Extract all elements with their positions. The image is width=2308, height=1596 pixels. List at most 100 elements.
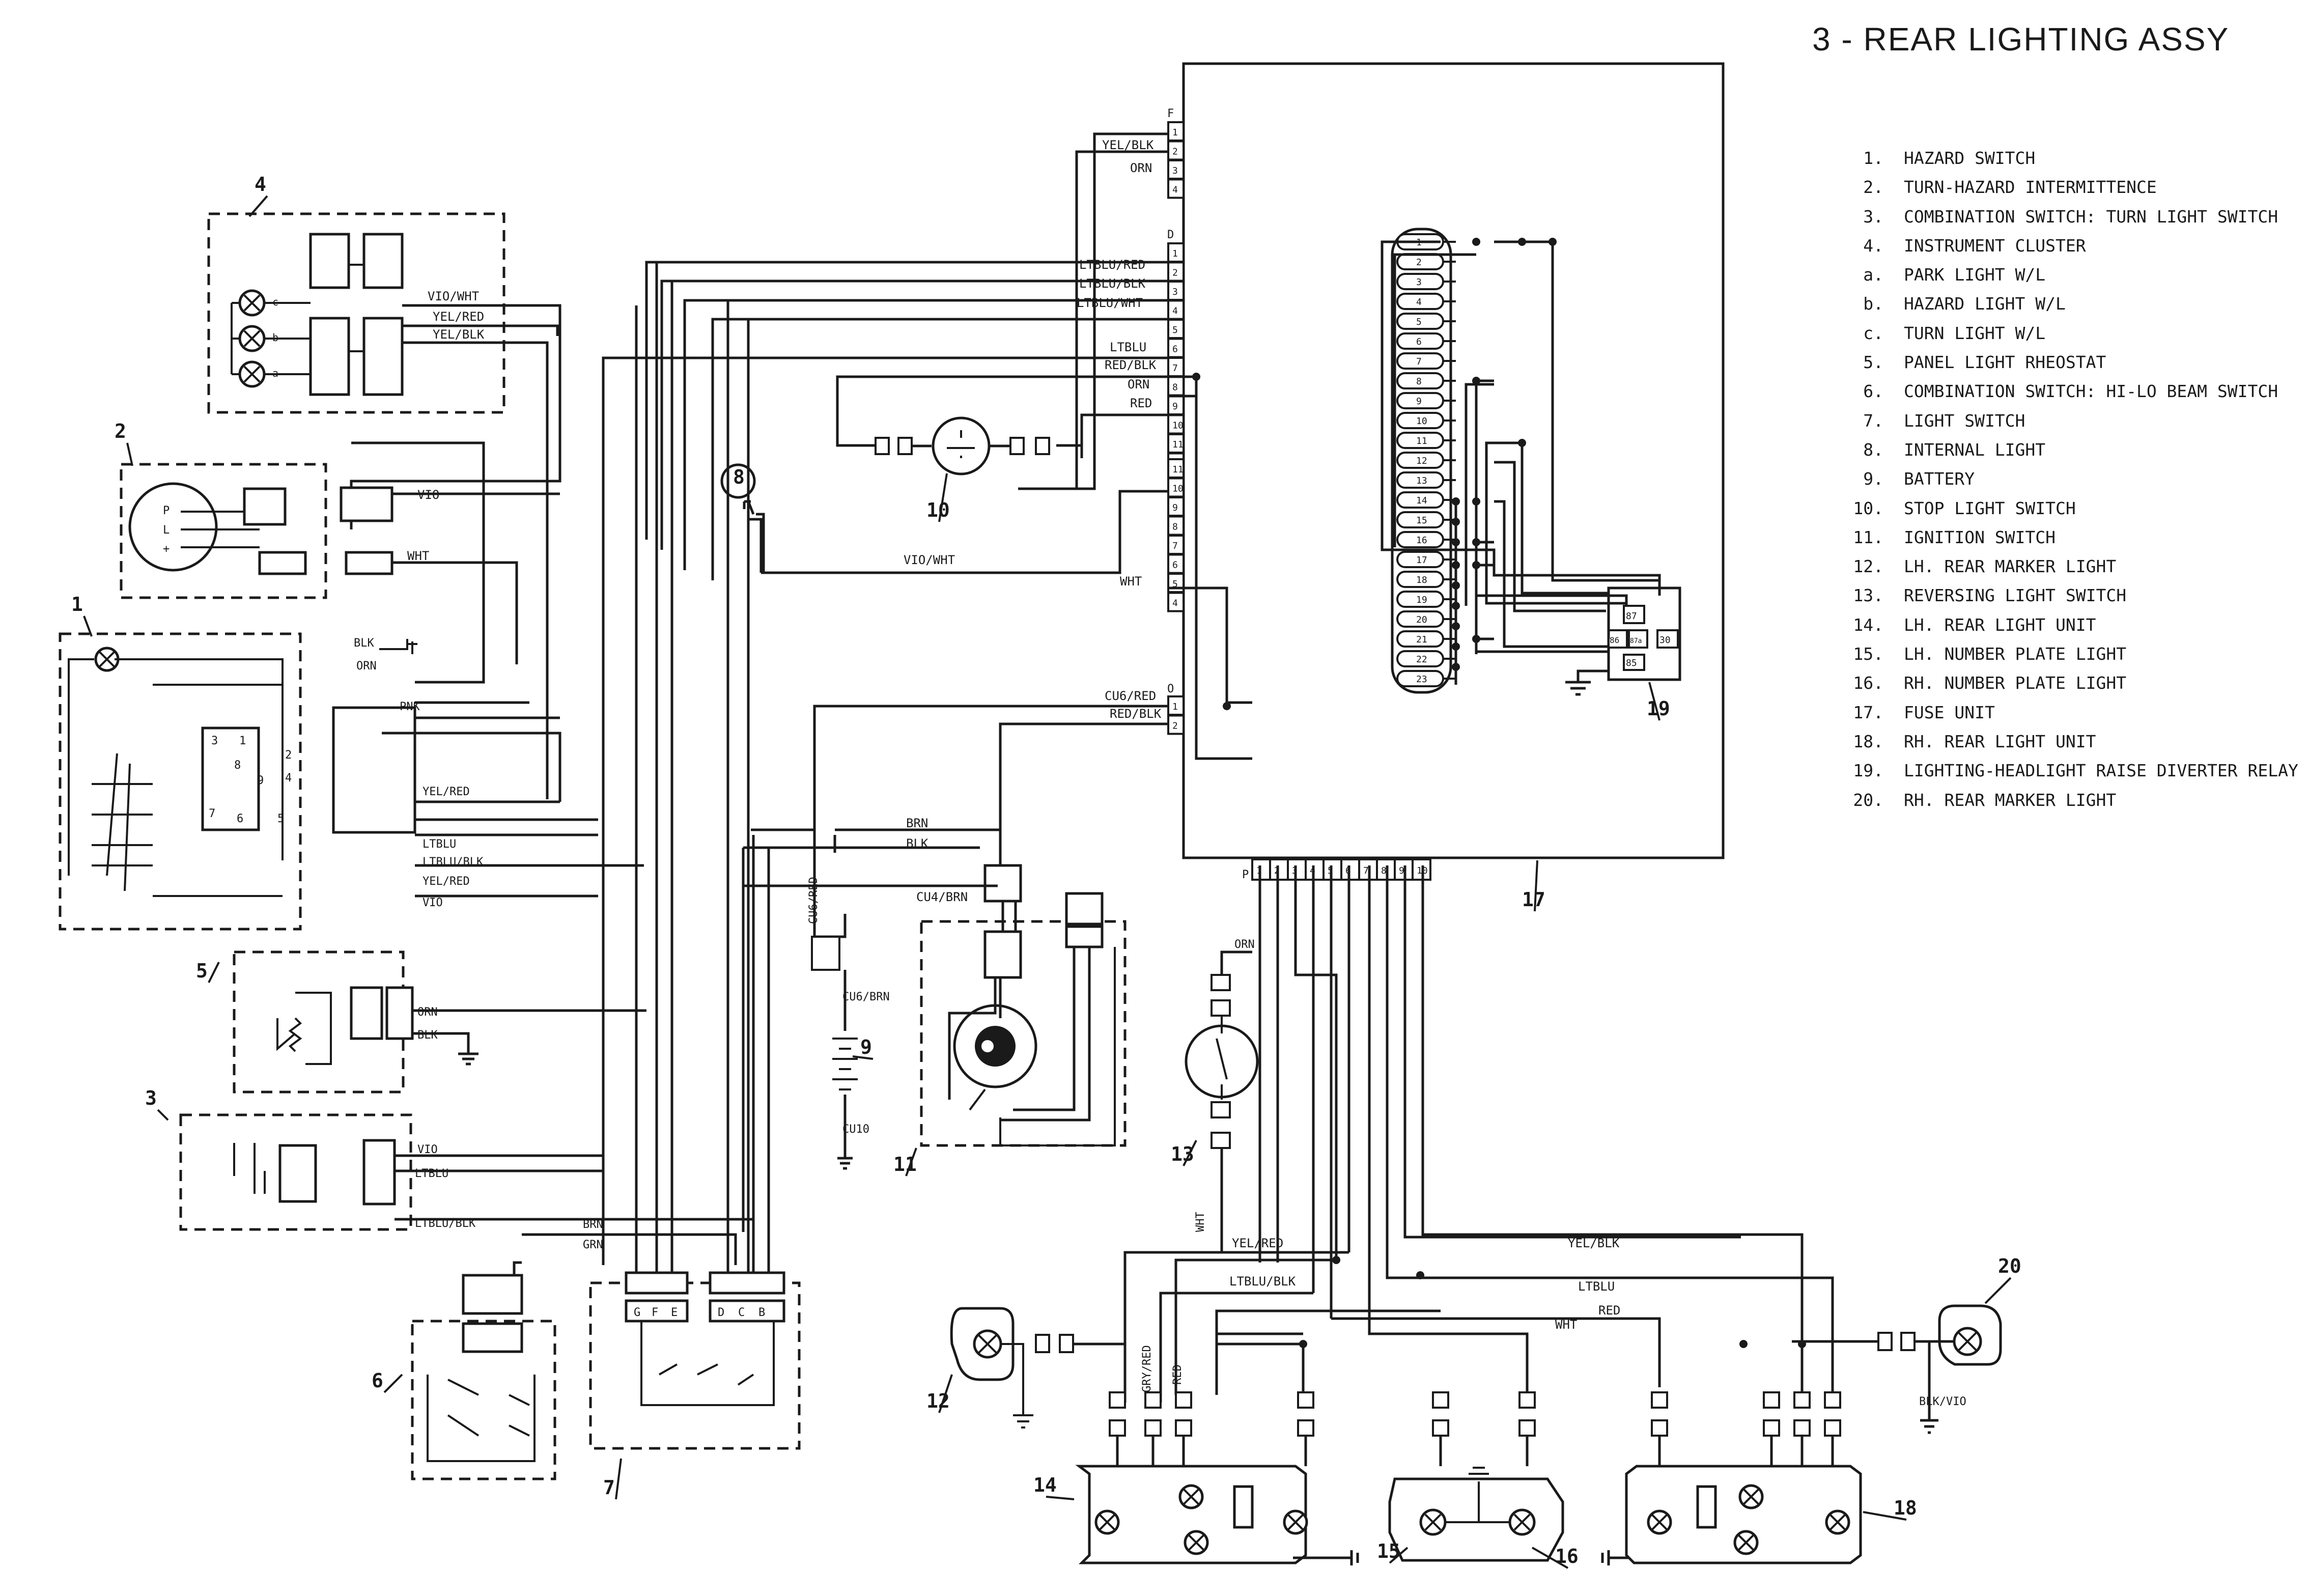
hz-pin-4: 4: [285, 772, 292, 785]
legend-number: 17.: [1853, 702, 1883, 722]
label-cu4-brn: CU4/BRN: [916, 890, 968, 904]
relay-pin-85: 85: [1626, 658, 1637, 668]
fuse-label: 18: [1416, 575, 1427, 585]
label-ltblu-3: LTBLU: [415, 1167, 448, 1180]
legend-number: 4.: [1863, 235, 1883, 256]
label-blk-5: BLK: [417, 1029, 438, 1042]
legend-number: 2.: [1863, 177, 1883, 198]
legend-number: 14.: [1853, 614, 1883, 635]
rear-connector-bottom: [1651, 1419, 1668, 1437]
legend-text: REVERSING LIGHT SWITCH: [1904, 585, 2127, 606]
intermittence-pin-plus: +: [163, 543, 170, 555]
fuse-pin: [1167, 121, 1185, 142]
fuse-label: 15: [1416, 515, 1427, 526]
rear-connector-bottom: [1518, 1419, 1536, 1437]
callout-leader: [248, 195, 268, 217]
label-cu6-brn: CU6/BRN: [842, 991, 890, 1003]
relay-pin-87a: 87a: [1630, 637, 1642, 645]
rear-connector-bottom: [1175, 1419, 1192, 1437]
legend-number: a.: [1863, 265, 1883, 285]
instrument-cluster: c b a: [207, 212, 505, 414]
legend-number: 5.: [1863, 352, 1883, 373]
fuse-pin-label: 10: [1172, 484, 1184, 494]
legend-row: 5.PANEL LIGHT RHEOSTAT: [1830, 348, 2298, 377]
fuse-pin-label: 7: [1363, 865, 1369, 876]
lamp-b: [238, 325, 266, 352]
callout-leader: [83, 615, 93, 637]
fuse-group-d-label: D: [1167, 229, 1174, 241]
legend-row: b.HAZARD LIGHT W/L: [1830, 289, 2298, 318]
label-red-blk-d9: RED/BLK: [1105, 358, 1157, 372]
callout-number: 7: [603, 1476, 615, 1499]
legend-number: 10.: [1853, 498, 1883, 518]
rh-rear-light-unit: [1625, 1465, 1862, 1564]
rear-connector-bottom: [1144, 1419, 1162, 1437]
fuse-label: 12: [1416, 456, 1427, 466]
fuse-pin: [1167, 281, 1185, 301]
rear-connector-bottom: [1793, 1419, 1811, 1437]
fuse-pin-label: 3: [1172, 165, 1178, 176]
fuse-pin: [1167, 477, 1185, 498]
ls-pin-f: F: [652, 1306, 658, 1319]
label-wht-h: WHT: [1120, 574, 1142, 589]
label-ltblu-blk-d5: LTBLU/BLK: [1079, 276, 1146, 291]
fuse-pin-label: 8: [1172, 522, 1178, 533]
legend-text: BATTERY: [1904, 469, 1975, 489]
legend-text: RH. REAR LIGHT UNIT: [1904, 731, 2096, 751]
intermittence-pin-p: P: [163, 505, 170, 517]
label-cu6-red: CU6/RED: [807, 877, 820, 924]
fuse-pin-label: 5: [1172, 579, 1178, 590]
legend-number: 7.: [1863, 410, 1883, 431]
rear-connector-bottom: [1432, 1419, 1449, 1437]
legend-row: 7.LIGHT SWITCH: [1830, 406, 2298, 435]
callout-number: 13: [1171, 1143, 1194, 1165]
fuse-label: 10: [1416, 416, 1427, 427]
lamp-18b: [1738, 1484, 1764, 1509]
hz-pin-3: 3: [211, 735, 218, 747]
label-orn-1: ORN: [356, 660, 377, 673]
lamp-14c: [1184, 1530, 1209, 1555]
fuse-label: 4: [1416, 297, 1422, 307]
lamp-14a: [1094, 1509, 1120, 1535]
callout-number: 8: [733, 466, 745, 488]
legend-number: 9.: [1863, 469, 1883, 489]
fuse-pin: [1167, 178, 1185, 199]
label-red-blk-o: RED/BLK: [1110, 707, 1162, 721]
ignition-switch: [920, 864, 1127, 1147]
legend-row: 17.FUSE UNIT: [1830, 698, 2298, 727]
legend-text: PARK LIGHT W/L: [1904, 265, 2046, 285]
rear-connectors: [1109, 1391, 1841, 1466]
fuse-pin: [1167, 592, 1185, 612]
relay-pin-87: 87: [1626, 611, 1637, 622]
callout-leader: [1863, 1511, 1907, 1521]
legend-text: RH. NUMBER PLATE LIGHT: [1904, 673, 2127, 693]
legend-text: LH. REAR LIGHT UNIT: [1904, 614, 2096, 635]
fuse-pin-label: 5: [1172, 325, 1178, 335]
lamp-c: [238, 289, 266, 317]
light-switch: G F E D C B: [589, 1271, 801, 1450]
legend-text: INTERNAL LIGHT: [1904, 439, 2046, 460]
fuse-pin-label: 8: [1381, 865, 1387, 876]
fuse-pin: [1167, 496, 1185, 517]
label-orn-f3: ORN: [1130, 161, 1152, 175]
label-cu6-red-o: CU6/RED: [1105, 689, 1156, 703]
callout-leader: [126, 442, 133, 466]
label-wht-2: WHT: [407, 549, 429, 563]
label-vio-1: VIO: [423, 897, 443, 909]
rear-connector-top: [1518, 1391, 1536, 1409]
callout-number: 17: [1522, 888, 1545, 911]
fuse-pin-label: 2: [1172, 268, 1178, 278]
callout-number: 12: [926, 1390, 950, 1412]
fuse-pin: [1167, 395, 1185, 415]
legend-text: TURN-HAZARD INTERMITTENCE: [1904, 177, 2157, 198]
legend-row: 19.LIGHTING-HEADLIGHT RAISE DIVERTER REL…: [1830, 756, 2298, 785]
legend-row: 16.RH. NUMBER PLATE LIGHT: [1830, 668, 2298, 697]
rear-connector-top: [1763, 1391, 1780, 1409]
rear-connector-top: [1793, 1391, 1811, 1409]
legend-text: HAZARD SWITCH: [1904, 148, 2036, 168]
rear-connector-bottom: [1763, 1419, 1780, 1437]
legend-row: 6.COMBINATION SWITCH: HI-LO BEAM SWITCH: [1830, 377, 2298, 406]
label-ltblu-wht-d6: LTBLU/WHT: [1077, 296, 1143, 310]
hz-pin-2: 2: [285, 749, 292, 762]
